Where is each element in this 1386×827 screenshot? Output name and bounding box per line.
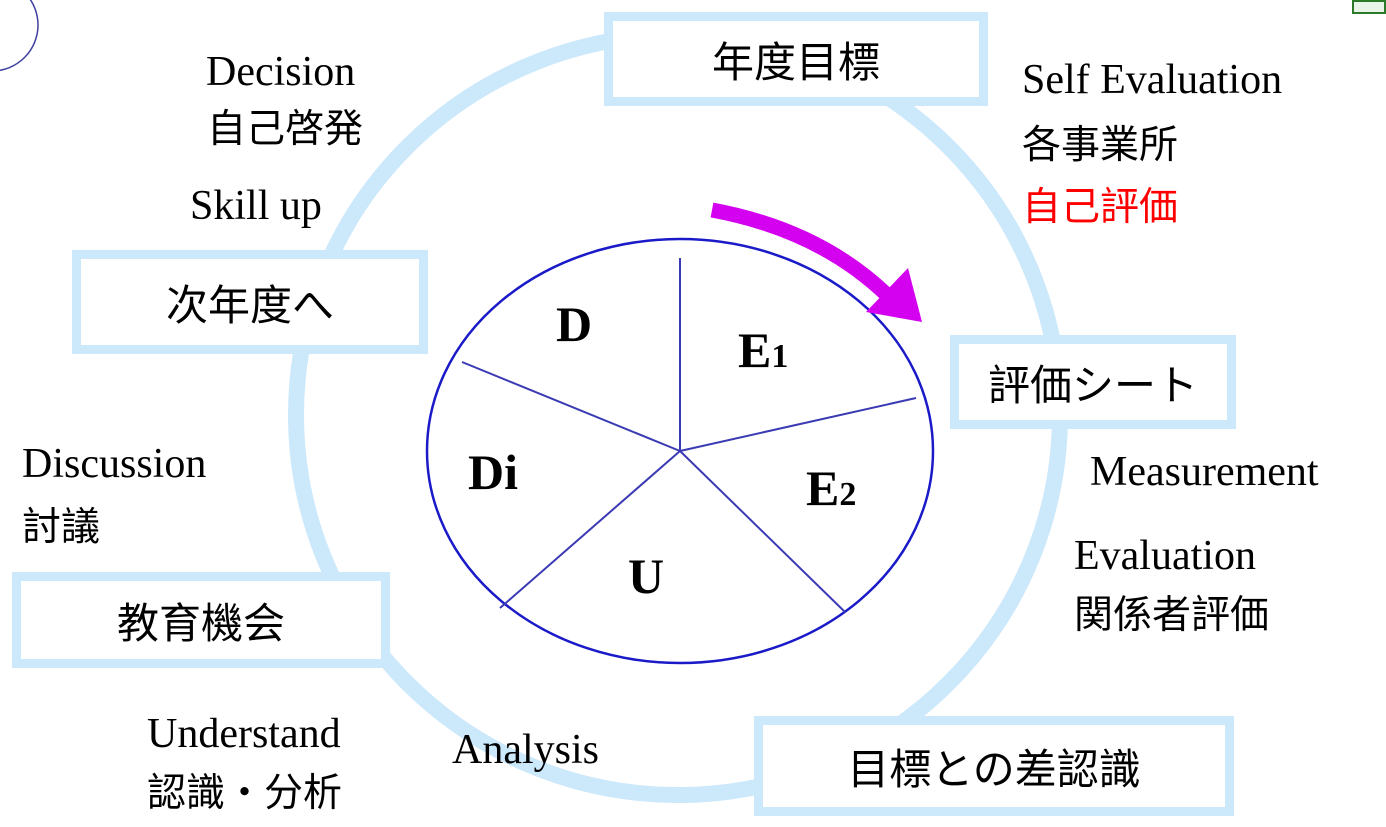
segment-dividers [461, 258, 917, 613]
divider-lower-left [499, 450, 681, 609]
self-eval-jp2-label: 自己評価 [1022, 185, 1179, 230]
segment-e1-label: E1 [738, 322, 788, 380]
evaluation-jp-label: 関係者評価 [1074, 593, 1270, 638]
segment-d-label: D [556, 296, 593, 352]
segment-e2-letter: E [806, 460, 840, 516]
segment-e2-label: E2 [806, 460, 856, 518]
slide-thumbnail [1352, 0, 1386, 14]
self-eval-label: Self Evaluation [1022, 57, 1283, 103]
analysis-label: Analysis [452, 727, 599, 773]
understand-jp-label: 認識・分析 [147, 771, 343, 816]
annual-goal-box: 年度目標 [604, 12, 988, 106]
discussion-jp-label: 討議 [22, 505, 101, 550]
segment-e2-number: 2 [839, 476, 857, 513]
divider-left [461, 361, 681, 452]
decision-label: Decision [206, 49, 356, 95]
discussion-label: Discussion [22, 441, 207, 487]
divider-lower-right [679, 450, 846, 613]
understand-label: Understand [147, 711, 341, 757]
evaluation-label: Evaluation [1074, 533, 1256, 579]
segment-u-label: U [628, 548, 665, 604]
education-box: 教育機会 [12, 572, 390, 668]
segment-e1-letter: E [738, 322, 772, 378]
segment-di-label: Di [468, 444, 518, 500]
cycle-direction-arrow [710, 202, 922, 322]
gap-recognition-box: 目標との差認識 [754, 716, 1234, 816]
segment-e1-number: 1 [771, 338, 789, 375]
next-year-box: 次年度へ [72, 250, 428, 354]
divider-right [679, 397, 917, 452]
page-corner-circle [0, 0, 39, 72]
measurement-label: Measurement [1090, 449, 1319, 495]
decision-jp-label: 自己啓発 [207, 107, 364, 152]
eval-sheet-box: 評価シート [950, 335, 1236, 429]
self-eval-jp1-label: 各事業所 [1022, 123, 1179, 168]
skillup-label: Skill up [190, 183, 322, 229]
